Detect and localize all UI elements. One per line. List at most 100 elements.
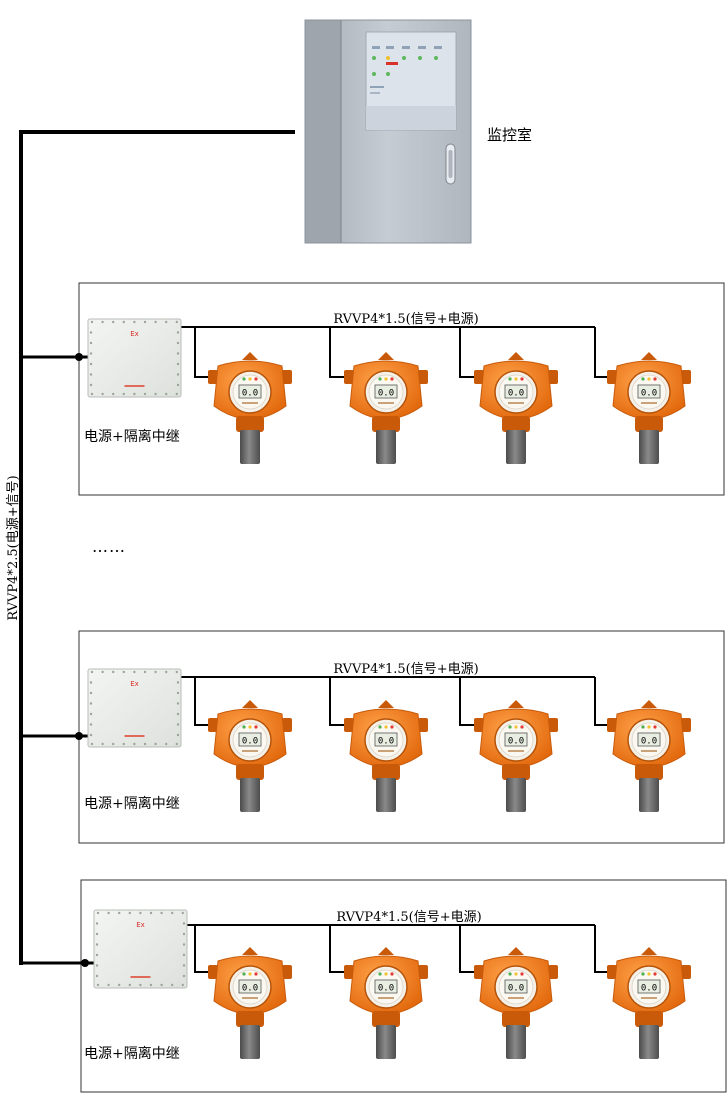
ellipsis: …… [92, 537, 126, 556]
status-led [508, 725, 512, 729]
lcd-display [504, 979, 528, 994]
status-led [378, 725, 382, 729]
mounting-lug [242, 700, 258, 708]
status-led [378, 377, 382, 381]
lcd-reading: 0.0 [242, 984, 258, 994]
detector-drop-wire [459, 327, 474, 378]
status-led [254, 725, 258, 729]
relay-box: Ex [93, 909, 188, 989]
cable-gland-right [418, 965, 428, 979]
status-led [514, 725, 518, 729]
mounting-lug [378, 947, 394, 955]
sensor-head [506, 778, 526, 812]
lcd-display [637, 384, 661, 399]
detector-collar [502, 764, 530, 780]
detector-collar [635, 1011, 663, 1027]
detector-drop-wire [459, 677, 474, 726]
lcd-reading: 0.0 [641, 389, 657, 399]
lcd-reading: 0.0 [378, 737, 394, 747]
detector-collar [502, 416, 530, 432]
gas-detector: 0.0 [607, 352, 691, 464]
lcd-reading: 0.0 [242, 389, 258, 399]
mounting-lug [508, 700, 524, 708]
status-led [641, 377, 645, 381]
status-led [508, 377, 512, 381]
cable-gland-right [548, 370, 558, 384]
relay-box: Ex [87, 318, 182, 398]
lcd-display [374, 384, 398, 399]
sensor-head [506, 430, 526, 464]
status-led [641, 725, 645, 729]
gas-detector: 0.0 [208, 947, 292, 1059]
gas-detector: 0.0 [344, 700, 428, 812]
lcd-reading: 0.0 [508, 389, 524, 399]
status-led [653, 377, 657, 381]
status-led [520, 972, 524, 976]
cable-gland-left [607, 718, 617, 732]
lcd-display [637, 732, 661, 747]
status-led [254, 972, 258, 976]
gas-detector: 0.0 [474, 352, 558, 464]
status-led [508, 972, 512, 976]
lcd-reading: 0.0 [378, 389, 394, 399]
gas-detector: 0.0 [208, 352, 292, 464]
detector-collar [236, 1011, 264, 1027]
cable-gland-left [474, 370, 484, 384]
control-room-label: 监控室 [487, 126, 532, 144]
lcd-display [238, 732, 262, 747]
gas-detector: 0.0 [208, 700, 292, 812]
lcd-reading: 0.0 [378, 984, 394, 994]
sensor-head [506, 1025, 526, 1059]
control-room-cabinet [304, 19, 472, 244]
detector-drop-wire [594, 677, 607, 726]
status-led [647, 972, 651, 976]
cable-gland-right [681, 718, 691, 732]
mounting-lug [242, 352, 258, 360]
detector-drop-wire [594, 925, 607, 973]
branch-cable-label: RVVP4*1.5(信号+电源) [333, 312, 478, 327]
status-led [390, 725, 394, 729]
cable-gland-left [344, 370, 354, 384]
status-led [653, 725, 657, 729]
cable-gland-left [208, 718, 218, 732]
sensor-head [639, 778, 659, 812]
cable-gland-left [474, 965, 484, 979]
detector-collar [635, 416, 663, 432]
status-led [384, 972, 388, 976]
mounting-lug [378, 700, 394, 708]
status-led [514, 377, 518, 381]
sensor-head [376, 778, 396, 812]
lcd-display [504, 384, 528, 399]
detector-drop-wire [194, 677, 208, 726]
cable-gland-left [607, 370, 617, 384]
status-led [242, 972, 246, 976]
cable-gland-right [681, 370, 691, 384]
status-led [384, 377, 388, 381]
cable-gland-right [548, 965, 558, 979]
sensor-head [639, 1025, 659, 1059]
relay-label: 电源+隔离中继 [84, 795, 180, 812]
lcd-reading: 0.0 [508, 984, 524, 994]
group-frame [80, 879, 727, 1093]
mounting-lug [508, 947, 524, 955]
detector-drop-wire [329, 677, 344, 726]
junction-dot [81, 959, 89, 967]
cable-gland-left [474, 718, 484, 732]
sensor-head [240, 1025, 260, 1059]
status-led [254, 377, 258, 381]
status-led [647, 725, 651, 729]
junction-dot [75, 353, 83, 361]
gas-detector: 0.0 [474, 700, 558, 812]
cable-gland-right [282, 718, 292, 732]
status-led [248, 377, 252, 381]
trunk-cable-label: RVVP4*2.5(电源+信号) [6, 475, 21, 620]
detector-drop-wire [194, 925, 208, 973]
detector-drop-wire [329, 327, 344, 378]
sensor-head [376, 1025, 396, 1059]
cable-gland-left [607, 965, 617, 979]
mounting-lug [641, 352, 657, 360]
branch-cable-label: RVVP4*1.5(信号+电源) [336, 910, 481, 925]
lcd-display [238, 979, 262, 994]
